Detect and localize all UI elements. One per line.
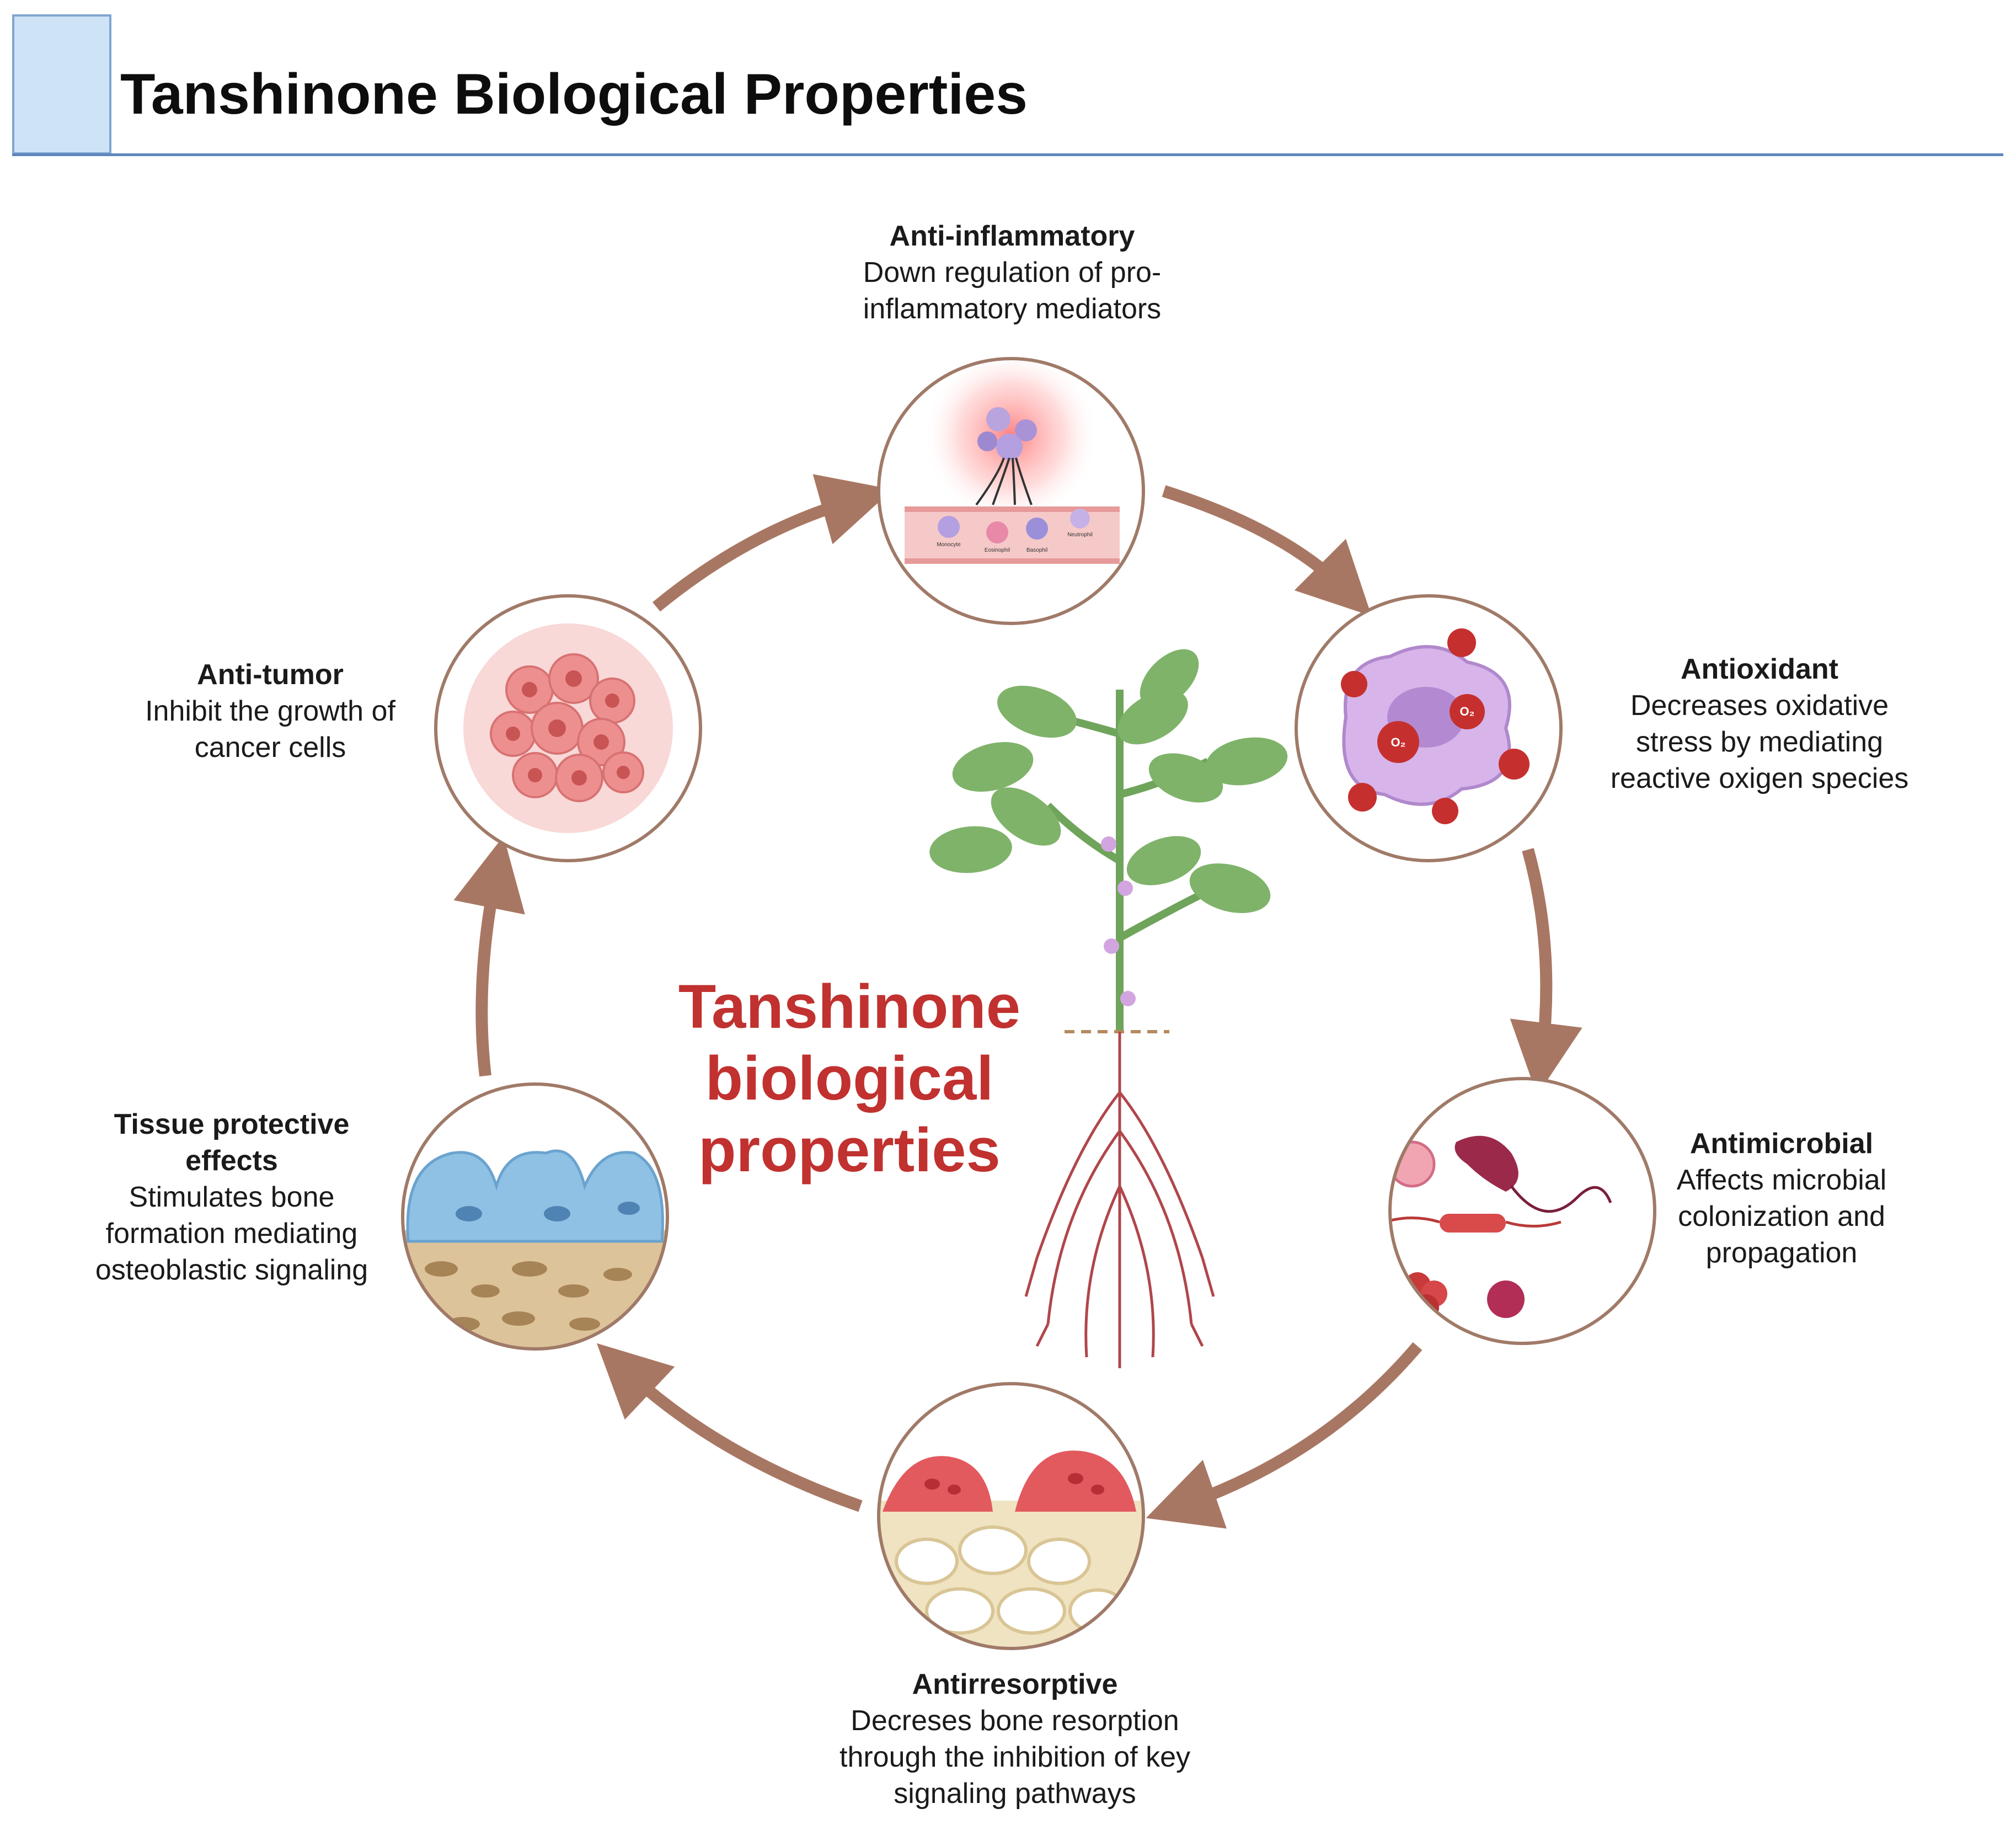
arrow-resorp-to-tissue [596,1343,863,1512]
center-title-line: biological [705,1044,994,1113]
callout-desc-line: formation mediating [105,1218,358,1250]
callout-desc-line: reactive oxigen species [1610,762,1909,794]
callout-desc-line: Stimulates bone [129,1181,335,1213]
callout-desc-line: cancer cells [194,732,346,764]
callout-title: Antioxidant [1681,653,1838,685]
antimicrobial-illustration [1388,1077,1656,1345]
arrow-tumor-to-inflam [653,474,893,612]
callout-desc-line: propagation [1705,1237,1858,1269]
callout-title: Tissue protective [114,1108,350,1140]
arrow-antiox-to-micro [1510,848,1582,1096]
callout-desc-line: inflammatory mediators [863,293,1162,325]
callout-desc-line: stress by mediating [1636,726,1883,758]
callout-desc-line: Decreases oxidative [1630,690,1889,722]
callout-desc-line: Down regulation of pro- [863,257,1162,289]
callout-desc-line: Inhibit the growth of [145,695,395,727]
callout-anti-inflammatory: Anti-inflammatory Down regulation of pro… [800,218,1224,327]
arrow-micro-to-resorp [1146,1342,1423,1529]
callout-antiresorptive: Antirresorptive Decreses bone resorption… [783,1666,1247,1812]
cell-label-basophil: Basophil [1026,547,1047,553]
o2-label: O₂ [1460,705,1475,718]
center-title-line: properties [698,1116,1001,1185]
antiresorptive-illustration [877,1382,1145,1650]
callout-desc-line: through the inhibition of key [839,1741,1190,1773]
anti-tumor-illustration [434,594,702,862]
header-rule [12,153,2003,156]
callout-title: Anti-inflammatory [889,220,1135,252]
callout-title: Antirresorptive [912,1668,1118,1700]
header-accent-box [12,14,111,154]
callout-desc-line: Affects microbial [1676,1164,1887,1196]
tanshinone-plant-illustration [929,649,1288,1368]
anti-inflammatory-illustration: Monocyte Eosinophil Basophil Neutrophil [877,357,1145,625]
cycle-arrows [453,474,1582,1529]
arrow-inflam-to-antiox [1162,485,1372,616]
cell-label-eosinophil: Eosinophil [985,547,1010,553]
callout-desc-line: colonization and [1678,1201,1885,1233]
center-title: Tanshinone biological properties [656,971,1042,1186]
callout-title: Antimicrobial [1689,1128,1874,1160]
callout-tissue-protective: Tissue protective effects Stimulates bon… [66,1106,397,1288]
callout-antioxidant: Antioxidant Decreases oxidative stress b… [1589,651,1931,797]
callout-desc-line: signaling pathways [894,1778,1136,1810]
callout-antimicrobial: Antimicrobial Affects microbial coloniza… [1644,1125,1919,1271]
cell-label-neutrophil: Neutrophil [1067,532,1093,538]
cell-label-monocyte: Monocyte [937,542,961,548]
callout-desc-line: osteoblastic signaling [95,1254,368,1286]
page-title: Tanshinone Biological Properties [120,62,1028,126]
antioxidant-illustration: O₂ O₂ [1295,594,1563,862]
callout-title: Anti-tumor [197,659,344,691]
o2-label: O₂ [1391,735,1406,749]
center-title-line: Tanshinone [678,972,1021,1041]
tissue-protective-illustration [401,1082,669,1351]
arrow-tissue-to-tumor [453,836,525,1077]
callout-desc-line: Decreses bone resorption [851,1705,1179,1737]
callout-anti-tumor: Anti-tumor Inhibit the growth of cancer … [116,657,425,766]
callout-title: effects [185,1145,278,1177]
